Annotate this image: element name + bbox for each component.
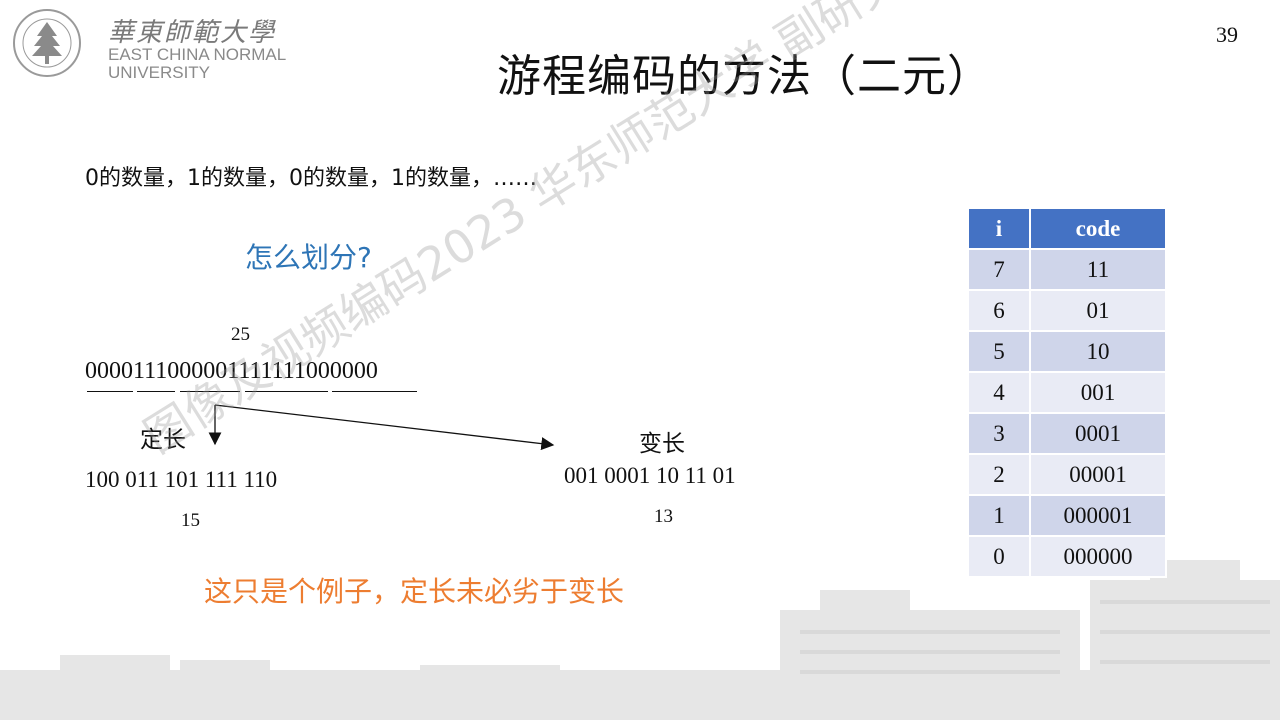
variable-length-code: 001 0001 10 11 01 bbox=[564, 463, 736, 488]
fixed-length-label: 定长 bbox=[140, 427, 186, 453]
cell-i: 3 bbox=[967, 412, 1031, 455]
question-text: 怎么划分? bbox=[245, 241, 372, 274]
logo-english-name-line1: EAST CHINA NORMAL bbox=[108, 45, 287, 64]
university-seal-icon bbox=[13, 9, 81, 77]
cell-i: 5 bbox=[967, 330, 1031, 373]
logo-english-name-line2: UNIVERSITY bbox=[108, 63, 211, 82]
cell-i: 4 bbox=[967, 371, 1031, 414]
cell-code: 0001 bbox=[1029, 412, 1167, 455]
cell-code: 00001 bbox=[1029, 453, 1167, 496]
slide-title: 游程编码的方法（二元） bbox=[497, 51, 992, 102]
cell-code: 000000 bbox=[1029, 535, 1167, 578]
cell-code: 01 bbox=[1029, 289, 1167, 332]
cell-i: 2 bbox=[967, 453, 1031, 496]
logo-chinese-name: 華東師範大學 bbox=[108, 18, 277, 48]
run-underline bbox=[180, 391, 240, 392]
table-header-i: i bbox=[967, 207, 1031, 250]
fixed-length-code: 100 011 101 111 110 bbox=[85, 467, 278, 492]
run-underline bbox=[332, 391, 417, 392]
cell-i: 7 bbox=[967, 248, 1031, 291]
run-underline bbox=[87, 391, 133, 392]
page-number: 39 bbox=[1216, 22, 1238, 47]
variable-length-label: 变长 bbox=[639, 431, 685, 457]
intro-text: 0的数量，1的数量，0的数量，1的数量，…… bbox=[85, 166, 537, 191]
bitstring-length: 25 bbox=[231, 324, 250, 345]
variable-code-length: 13 bbox=[654, 506, 673, 527]
cell-code: 11 bbox=[1029, 248, 1167, 291]
fixed-code-length: 15 bbox=[181, 510, 200, 531]
cell-code: 10 bbox=[1029, 330, 1167, 373]
cell-i: 6 bbox=[967, 289, 1031, 332]
campus-skyline-background bbox=[0, 560, 1280, 720]
cell-i: 1 bbox=[967, 494, 1031, 537]
note-text: 这只是个例子，定长未必劣于变长 bbox=[204, 575, 625, 608]
table-header-code: code bbox=[1029, 207, 1167, 250]
bitstring: 0000111000001111111000000 bbox=[85, 358, 378, 384]
variable-arrow bbox=[214, 404, 555, 451]
university-logo: 華東師範大學 EAST CHINA NORMAL UNIVERSITY bbox=[12, 8, 302, 82]
cell-i: 0 bbox=[967, 535, 1031, 578]
cell-code: 000001 bbox=[1029, 494, 1167, 537]
run-underline bbox=[245, 391, 328, 392]
run-underline bbox=[137, 391, 175, 392]
cell-code: 001 bbox=[1029, 371, 1167, 414]
